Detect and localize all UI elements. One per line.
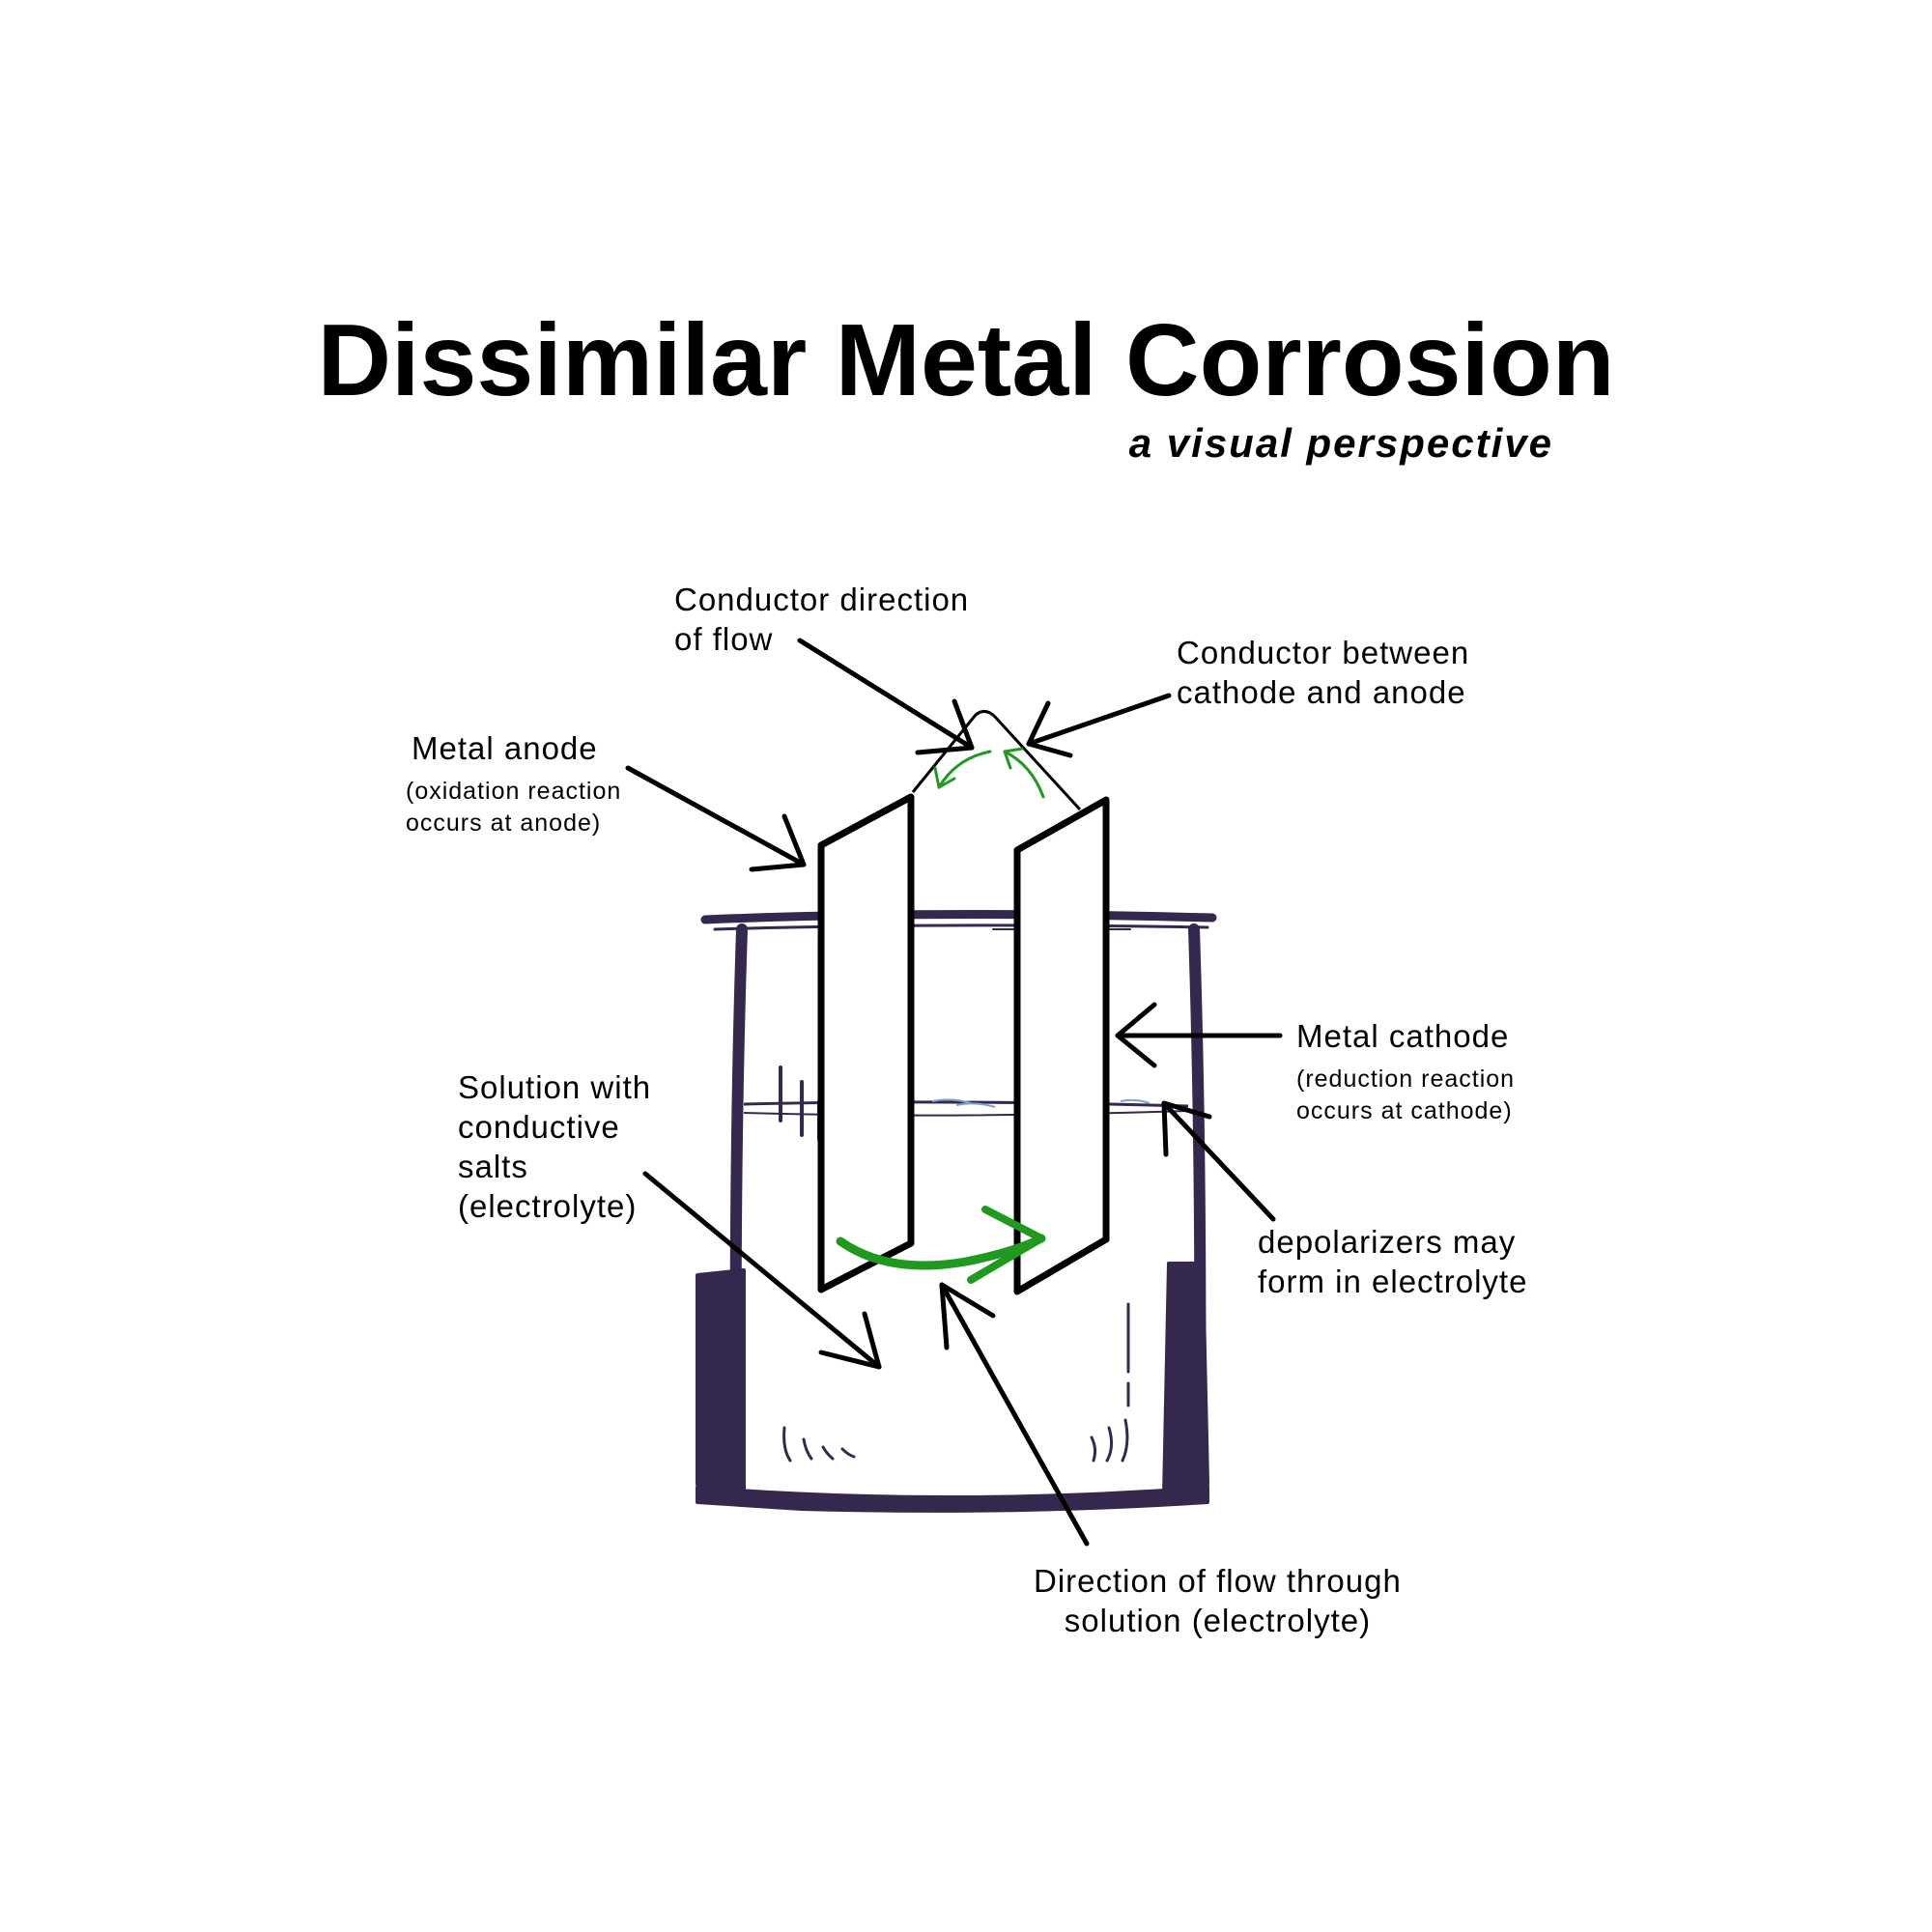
conductor-wire (911, 710, 1082, 811)
beaker-bottom (696, 1486, 1209, 1513)
label-note: (oxidation reaction (406, 778, 622, 805)
arrow-conductor-between (1026, 693, 1172, 758)
page-title: Dissimilar Metal Corrosion (317, 303, 1615, 417)
label-solution-electrolyte: Solution with conductive salts (electrol… (458, 1067, 651, 1226)
electrolyte-flow-arrow (836, 1206, 1046, 1284)
label-metal-anode: Metal anode (oxidation reaction occurs a… (406, 728, 621, 839)
label-text: salts (458, 1149, 528, 1184)
label-text: Metal anode (412, 730, 598, 766)
label-text: conductive (458, 1109, 620, 1145)
label-note: occurs at anode) (406, 810, 602, 837)
label-text: Conductor between (1177, 635, 1470, 670)
label-direction-of-flow-through-solution: Direction of flow through solution (elec… (1034, 1561, 1402, 1640)
electrolyte-ripples (931, 1098, 1151, 1108)
label-text: cathode and anode (1177, 674, 1466, 710)
beaker-base-shading-left (782, 1426, 856, 1463)
wire-flow-arrow-right (1003, 750, 1045, 799)
label-conductor-between: Conductor between cathode and anode (1177, 633, 1469, 712)
wire-flow-arrow-right-head (1003, 747, 1024, 770)
label-text: Metal cathode (1296, 1018, 1510, 1054)
label-note: occurs at cathode) (1296, 1097, 1513, 1124)
electrolyte-surface (743, 1098, 1189, 1117)
page-subtitle: a visual perspective (1128, 420, 1553, 466)
anode-plate (817, 793, 915, 1293)
label-text: of flow (674, 621, 774, 657)
arrow-metal-cathode (1115, 1002, 1283, 1068)
label-conductor-direction-of-flow: Conductor direction of flow (674, 580, 969, 659)
arrow-metal-anode (625, 765, 807, 872)
wire-flow-arrows (933, 747, 1045, 799)
label-text: depolarizers may (1258, 1224, 1517, 1260)
beaker-right-base-shadow (1162, 1262, 1209, 1497)
arrow-conductor-flow (797, 638, 975, 755)
beaker-base-shading-right (1090, 1302, 1130, 1463)
arrow-solution-flow (939, 1282, 1090, 1547)
label-text: (electrolyte) (458, 1188, 638, 1224)
beaker-rim (700, 909, 1217, 924)
label-metal-cathode: Metal cathode (reduction reaction occurs… (1296, 1016, 1515, 1127)
beaker-scale-marks (779, 1065, 842, 1142)
arrow-depolarizers (1161, 1100, 1276, 1222)
beaker (696, 909, 1217, 1513)
label-text: Direction of flow through (1034, 1563, 1402, 1599)
label-text: solution (electrolyte) (1064, 1603, 1372, 1638)
wire-flow-arrow-left-head (933, 766, 956, 789)
label-text: Conductor direction (674, 582, 970, 617)
label-text: form in electrolyte (1258, 1264, 1528, 1299)
cathode-plate (1013, 796, 1110, 1295)
wire-flow-arrow-left (937, 750, 992, 789)
label-text: Solution with (458, 1069, 652, 1105)
label-note: (reduction reaction (1296, 1065, 1516, 1093)
beaker-left-base-shadow (696, 1268, 746, 1497)
label-pointers (625, 638, 1283, 1547)
arrow-solution (642, 1171, 882, 1370)
beaker-rim-inner (713, 923, 1209, 931)
label-depolarizers: depolarizers may form in electrolyte (1258, 1222, 1527, 1301)
